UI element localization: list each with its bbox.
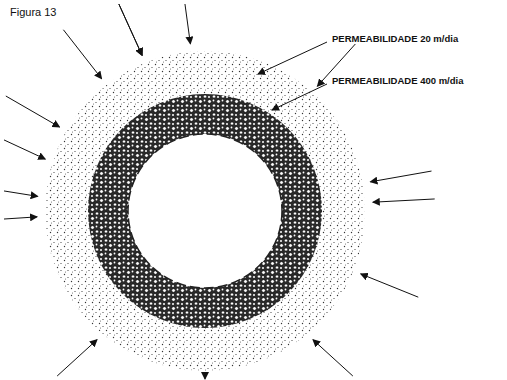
flow-arrow bbox=[4, 140, 45, 159]
permeability-label: PERMEABILIDADE 20 m/dia bbox=[330, 33, 460, 44]
flow-arrow bbox=[185, 4, 190, 44]
gravel-ring bbox=[88, 94, 322, 328]
flow-arrow bbox=[361, 274, 418, 297]
sand-ring bbox=[45, 51, 365, 371]
flow-arrow bbox=[119, 4, 142, 55]
flow-arrow bbox=[119, 4, 142, 55]
flow-arrow bbox=[205, 376, 206, 379]
leader-line bbox=[272, 84, 327, 110]
flow-arrow bbox=[6, 96, 60, 127]
flow-arrow bbox=[373, 199, 435, 202]
flow-arrow bbox=[4, 191, 38, 196]
permeability-label: PERMEABILIDADE 400 m/dia bbox=[330, 75, 465, 86]
flow-arrow bbox=[370, 171, 431, 182]
flow-arrow bbox=[63, 30, 101, 79]
well-bore bbox=[128, 134, 282, 288]
leader-line bbox=[258, 42, 327, 74]
flow-arrow bbox=[57, 340, 97, 376]
flow-arrow bbox=[4, 217, 37, 219]
flow-arrow bbox=[313, 340, 353, 376]
figure-title: Figura 13 bbox=[8, 6, 58, 19]
flow-arrows bbox=[4, 4, 435, 379]
